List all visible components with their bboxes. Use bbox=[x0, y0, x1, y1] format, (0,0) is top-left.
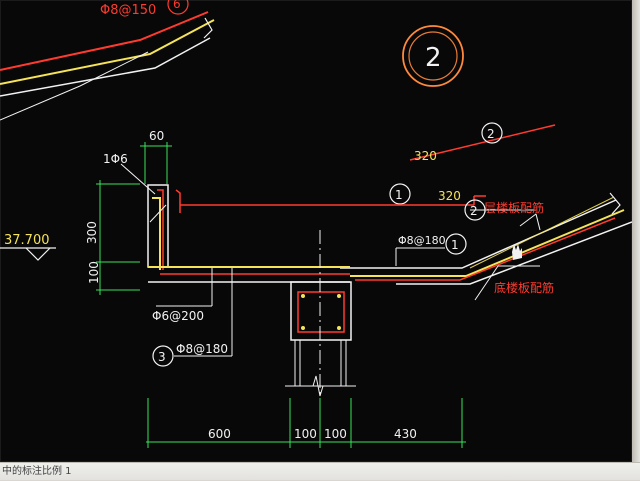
upper-stair-slab bbox=[0, 11, 215, 121]
status-bar: 中的标注比例 1 bbox=[0, 462, 640, 480]
slab-rebar-label-top: 层楼板配筋 bbox=[484, 200, 544, 215]
section-marker: 2 bbox=[402, 25, 464, 87]
circle-3 bbox=[152, 345, 174, 367]
drawing-canvas[interactable]: Φ8@150 6 2 2 320 1 320 bbox=[0, 0, 632, 462]
rebar-phi8-180-right: Φ8@180 bbox=[398, 234, 446, 247]
dim-100-b-label: 100 bbox=[324, 427, 347, 441]
circle-1-right bbox=[445, 233, 467, 255]
level-mark bbox=[0, 247, 56, 261]
dim-60-line bbox=[140, 142, 172, 184]
dim-300-label: 300 bbox=[85, 221, 99, 244]
leader-2-number: 2 bbox=[487, 127, 495, 141]
bottom-leaders bbox=[156, 268, 233, 357]
corner-bar-label: 1Φ6 bbox=[103, 152, 128, 166]
circle-2-right bbox=[464, 199, 486, 221]
slab-rebar-label-bottom: 底楼板配筋 bbox=[494, 280, 554, 295]
circle-2-right-number: 2 bbox=[470, 204, 478, 218]
section-marker-number: 2 bbox=[425, 43, 442, 73]
slab-rebar bbox=[175, 189, 486, 213]
dim-430-label: 430 bbox=[394, 427, 417, 441]
level-label: 37.700 bbox=[4, 233, 50, 248]
dim-100-a-label: 100 bbox=[294, 427, 317, 441]
bottom-dimension bbox=[146, 398, 466, 448]
dim-320-upper: 320 bbox=[414, 149, 437, 163]
corner-bar-leader bbox=[120, 163, 156, 195]
beam bbox=[285, 281, 356, 397]
vertical-dims bbox=[96, 180, 140, 295]
drawing-svg[interactable]: Φ8@150 6 2 2 320 1 320 bbox=[0, 0, 632, 462]
rebar-phi8-180-left: Φ8@180 bbox=[176, 342, 228, 356]
top-rebar-label: Φ8@150 bbox=[100, 3, 156, 18]
dim-100-left-label: 100 bbox=[87, 261, 101, 284]
circle-3-number: 3 bbox=[158, 350, 166, 364]
rebar-phi6-200-label: Φ6@200 bbox=[152, 309, 204, 323]
leader-1-number: 1 bbox=[395, 188, 403, 202]
leader-1-circle bbox=[389, 183, 411, 205]
top-marker-circle bbox=[167, 0, 189, 15]
dim-600-label: 600 bbox=[208, 427, 231, 441]
circle-1-right-number: 1 bbox=[451, 238, 459, 252]
lower-stair-slab bbox=[340, 192, 632, 301]
top-marker-label: 6 bbox=[173, 0, 181, 11]
parapet-wall bbox=[147, 184, 169, 270]
right-edge-scrollbar[interactable] bbox=[632, 0, 640, 462]
dim-320-lower: 320 bbox=[438, 189, 461, 203]
cursor-hand-icon bbox=[512, 244, 522, 260]
leader-2-upper bbox=[409, 122, 556, 161]
dim-60-label: 60 bbox=[149, 129, 164, 143]
